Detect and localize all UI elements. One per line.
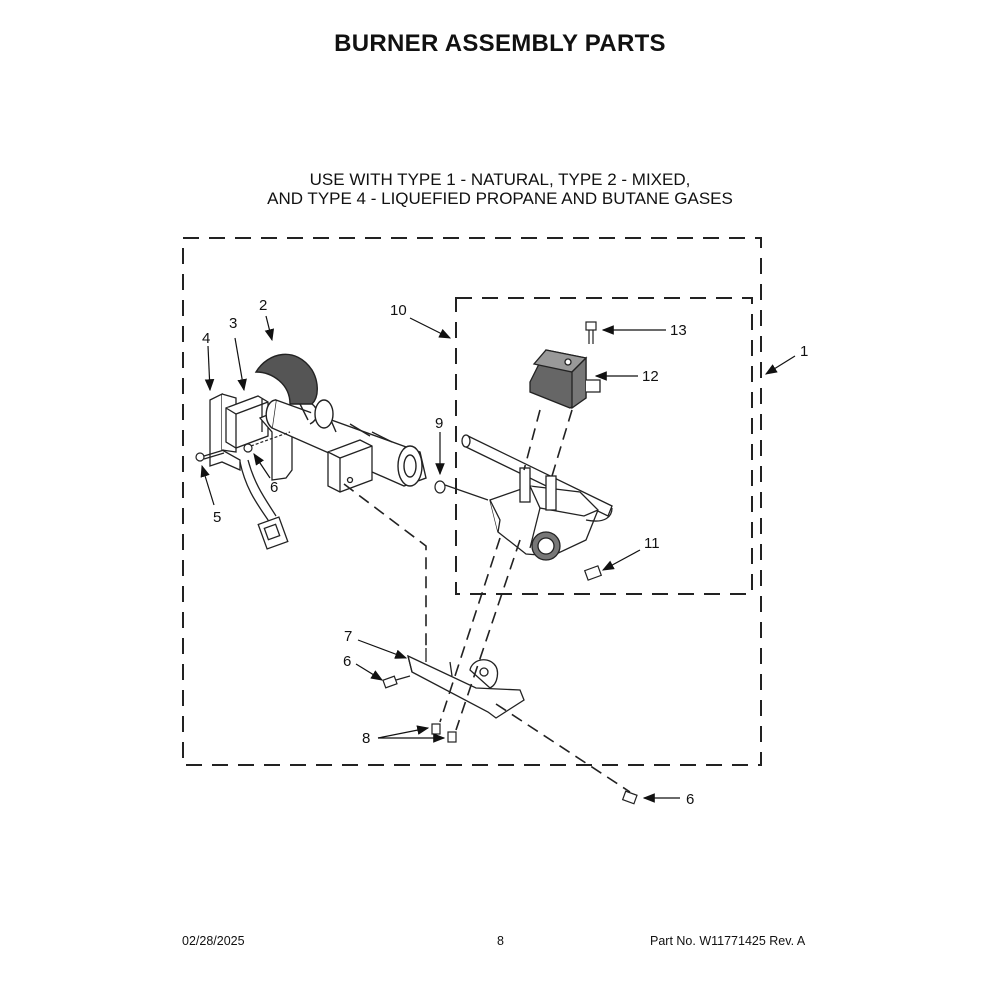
callout-6-upper: 6 — [270, 479, 278, 496]
screw-5-part — [195, 449, 225, 462]
footer-date: 02/28/2025 — [182, 934, 245, 948]
screw-6-lower-part — [621, 790, 638, 805]
screw-13-part — [585, 321, 597, 344]
callout-6-lower: 6 — [686, 791, 694, 808]
assembly-dash-lines — [343, 409, 631, 793]
screw-6-middle-part — [382, 675, 411, 689]
callout-12: 12 — [642, 368, 659, 385]
orifice-part — [434, 480, 489, 501]
ignitor-part — [225, 395, 289, 550]
footer-part-number: Part No. W11771425 Rev. A — [650, 934, 806, 948]
callout-8: 8 — [362, 730, 370, 747]
burner-tube-part — [254, 353, 427, 487]
callout-13: 13 — [670, 322, 687, 339]
callout-7: 7 — [344, 628, 352, 645]
callout-arrows — [200, 315, 796, 803]
subtitle-line-2: AND TYPE 4 - LIQUEFIED PROPANE AND BUTAN… — [267, 189, 733, 208]
footer-page-number: 8 — [497, 934, 504, 948]
callout-1: 1 — [800, 343, 808, 360]
plug-11-part — [583, 565, 603, 581]
callout-9: 9 — [435, 415, 443, 432]
flame-sensor-part — [327, 439, 373, 493]
callout-11: 11 — [644, 535, 660, 552]
screw-8-parts — [431, 723, 457, 743]
valve-assembly-outline-box — [455, 297, 753, 595]
callout-2: 2 — [259, 297, 267, 314]
assembly-outline-box — [182, 237, 762, 766]
page-title: BURNER ASSEMBLY PARTS — [334, 30, 666, 57]
callout-4: 4 — [202, 330, 210, 347]
callout-5: 5 — [213, 509, 221, 526]
mounting-bracket-part — [407, 648, 525, 719]
callout-10: 10 — [390, 302, 407, 319]
callout-6-middle: 6 — [343, 653, 351, 670]
subtitle-line-1: USE WITH TYPE 1 - NATURAL, TYPE 2 - MIXE… — [309, 170, 691, 189]
screw-6-upper-part — [243, 431, 291, 453]
callout-3: 3 — [229, 315, 237, 332]
coil-part — [529, 349, 601, 410]
gas-valve-part — [461, 434, 613, 561]
